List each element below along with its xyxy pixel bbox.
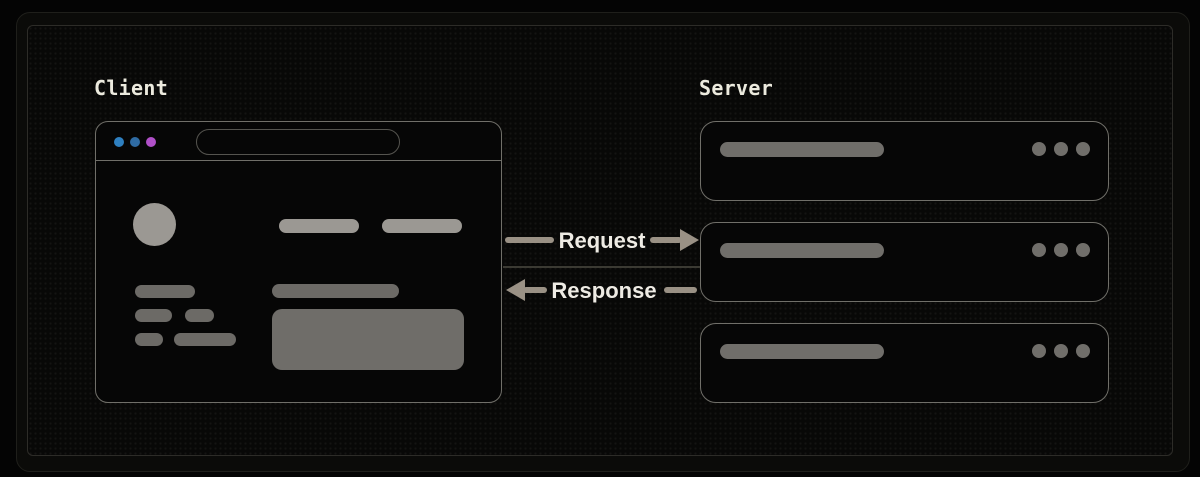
text-placeholder-bar [272, 284, 399, 298]
text-placeholder-bar [185, 309, 214, 322]
text-placeholder-bar [174, 333, 236, 346]
server-label-placeholder-bar [720, 344, 884, 359]
server-section-label: Server [699, 76, 774, 100]
server-node-2 [700, 222, 1109, 302]
connection-line [503, 266, 700, 268]
request-arrow-tail [505, 237, 554, 243]
server-node-3 [700, 323, 1109, 403]
request-arrowhead-icon [680, 229, 699, 251]
text-placeholder-bar [135, 285, 195, 298]
url-bar [196, 129, 400, 155]
content-block-placeholder [272, 309, 464, 370]
server-node-1 [700, 121, 1109, 201]
response-arrowhead-icon [506, 279, 525, 301]
avatar-placeholder [133, 203, 176, 246]
server-status-dot-icon [1076, 344, 1090, 358]
server-status-dot-icon [1054, 243, 1068, 257]
text-placeholder-bar [135, 309, 172, 322]
browser-titlebar [96, 122, 501, 161]
client-section-label: Client [94, 76, 169, 100]
server-status-dot-icon [1076, 142, 1090, 156]
server-label-placeholder-bar [720, 243, 884, 258]
server-status-dot-icon [1032, 344, 1046, 358]
text-placeholder-bar [135, 333, 163, 346]
server-status-dot-icon [1032, 142, 1046, 156]
server-status-dot-icon [1032, 243, 1046, 257]
response-arrow-tail [664, 287, 697, 293]
server-label-placeholder-bar [720, 142, 884, 157]
nav-placeholder-bar [279, 219, 359, 233]
traffic-light-icon-1 [114, 137, 124, 147]
traffic-light-icon-3 [146, 137, 156, 147]
server-status-dot-icon [1054, 142, 1068, 156]
response-label: Response [551, 278, 657, 303]
request-label: Request [558, 228, 646, 253]
browser-content [96, 161, 501, 402]
nav-placeholder-bar [382, 219, 462, 233]
traffic-light-icon-2 [130, 137, 140, 147]
response-arrow-shaft [523, 287, 547, 293]
server-status-dot-icon [1076, 243, 1090, 257]
request-arrow-shaft [650, 237, 682, 243]
server-status-dot-icon [1054, 344, 1068, 358]
browser-window [95, 121, 502, 403]
